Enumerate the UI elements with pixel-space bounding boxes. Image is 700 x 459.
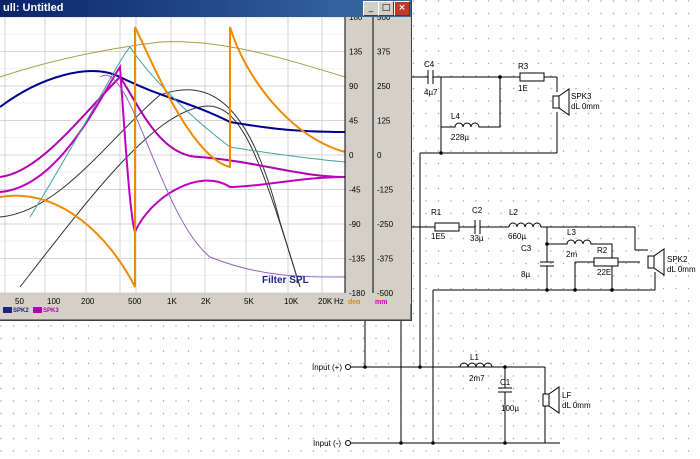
curve-magenta — [0, 75, 346, 178]
spl-plot[interactable]: 180 135 90 45 0 -45 -90 -135 -180 500 375 250 125 0 -1… — [0, 17, 411, 304]
spk3-value: dL 0mm — [571, 102, 600, 111]
legend-spk3-label: SPK3 — [43, 308, 59, 314]
spk3-name: SPK3 — [571, 92, 592, 101]
y-tick-label-deg: -90 — [349, 220, 361, 229]
c4-value: 4µ7 — [424, 88, 438, 97]
l2-name: L2 — [509, 208, 518, 217]
y-tick-label-deg: -45 — [349, 186, 361, 195]
window-titlebar[interactable]: ull: Untitled _ □ × — [0, 0, 411, 17]
spk2-name: SPK2 — [667, 255, 688, 264]
minimize-button[interactable]: _ — [363, 1, 379, 16]
curve-olive — [0, 41, 346, 78]
y-tick-label-mm: 375 — [377, 48, 391, 57]
x-unit-label: Hz — [334, 297, 344, 304]
l3-value: 2m — [566, 250, 577, 259]
c3-value: 8µ — [521, 270, 530, 279]
close-button[interactable]: × — [394, 1, 410, 16]
r3-name: R3 — [518, 62, 529, 71]
deg-unit-label: deg — [348, 299, 360, 304]
r1-value: 1E5 — [431, 232, 446, 241]
r2-name: R2 — [597, 246, 608, 255]
r1-name: R1 — [431, 208, 442, 217]
y-tick-label-deg: -180 — [349, 289, 366, 298]
x-tick-label: 500 — [128, 297, 142, 304]
c2-value: 33µ — [470, 234, 484, 243]
y-tick-label-deg: 45 — [349, 117, 358, 126]
x-tick-label: 1K — [167, 297, 177, 304]
r2-value: 22E — [597, 268, 611, 277]
y-tick-label-mm: 500 — [377, 17, 391, 22]
input-negative-label: Input (-) — [313, 439, 341, 448]
x-tick-label: 20K — [318, 297, 333, 304]
y-tick-label-mm: -375 — [377, 255, 394, 264]
c3-name: C3 — [521, 244, 532, 253]
l4-value: 228µ — [451, 133, 469, 142]
legend-spk2-label: SPK2 — [13, 308, 29, 314]
x-tick-label: 2K — [201, 297, 211, 304]
y-tick-label-deg: 0 — [349, 151, 354, 160]
y-tick-label-deg: 90 — [349, 82, 358, 91]
plot-legend: SPK2 SPK3 — [0, 304, 370, 318]
curve-violet — [99, 74, 346, 278]
c4-name: C4 — [424, 60, 435, 69]
x-tick-label: 50 — [15, 297, 24, 304]
x-tick-label: 10K — [284, 297, 299, 304]
legend-spk2: SPK2 — [3, 306, 29, 316]
r3-value: 1E — [518, 84, 528, 93]
plot-title: Filter SPL — [262, 275, 309, 286]
x-tick-label: 5K — [244, 297, 254, 304]
l3-name: L3 — [567, 228, 576, 237]
curve-purple — [0, 64, 346, 235]
curve-orange — [0, 26, 346, 288]
window-title: ull: Untitled — [3, 2, 64, 14]
y-tick-label-deg: 180 — [349, 17, 363, 22]
l1-name: L1 — [470, 353, 479, 362]
x-tick-label: 200 — [81, 297, 95, 304]
l2-value: 660µ — [508, 232, 526, 241]
y-tick-label-deg: 135 — [349, 48, 363, 57]
spk2-value: dL 0mm — [667, 265, 696, 274]
plot-axes: 180 135 90 45 0 -45 -90 -135 -180 500 375 250 125 0 -1… — [15, 17, 411, 304]
mm-unit-label: mm — [375, 299, 387, 304]
c1-name: C1 — [500, 378, 511, 387]
curve-teal — [29, 46, 346, 218]
y-tick-label-mm: 250 — [377, 82, 391, 91]
l4-name: L4 — [451, 112, 460, 121]
plot-curves — [0, 26, 346, 288]
y-tick-label-mm: -125 — [377, 186, 394, 195]
legend-spk3-swatch — [33, 307, 42, 314]
l1-value: 2m7 — [469, 374, 485, 383]
y-tick-label-mm: -500 — [377, 289, 394, 298]
legend-spk2-swatch — [3, 307, 12, 314]
axis-panel — [345, 17, 411, 304]
c2-name: C2 — [472, 206, 483, 215]
y-tick-label-mm: 125 — [377, 117, 391, 126]
legend-spk3: SPK3 — [33, 306, 59, 316]
maximize-button[interactable]: □ — [378, 1, 394, 16]
graph-window[interactable]: ull: Untitled _ □ × 180 135 90 45 0 -45 -90 -13… — [0, 0, 412, 321]
input-positive-label: Input (+) — [312, 363, 342, 372]
lf-name: LF — [562, 391, 571, 400]
y-tick-label-mm: 0 — [377, 151, 382, 160]
lf-value: dL 0mm — [562, 401, 591, 410]
y-tick-label-deg: -135 — [349, 255, 366, 264]
y-tick-label-mm: -250 — [377, 220, 394, 229]
x-tick-label: 100 — [47, 297, 61, 304]
c1-value: 100µ — [501, 404, 519, 413]
